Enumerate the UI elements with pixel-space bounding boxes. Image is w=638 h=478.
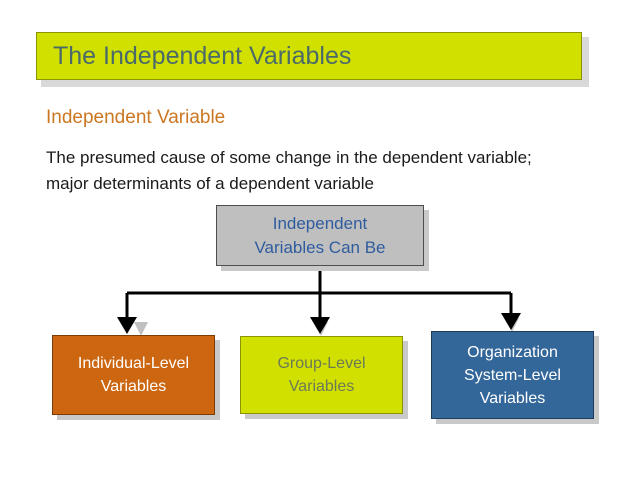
root-node-label: Independent Variables Can Be — [254, 212, 385, 260]
child-node-individual[interactable]: Individual-Level Variables — [52, 335, 215, 415]
child-node-group-line-2: Variables — [288, 378, 355, 395]
child-node-organization-label: Organization System-Level Variables — [464, 341, 561, 410]
child-node-organization[interactable]: Organization System-Level Variables — [431, 331, 594, 419]
root-node[interactable]: Independent Variables Can Be — [216, 205, 424, 266]
page-title: The Independent Variables — [53, 42, 352, 70]
subheading: Independent Variable — [46, 107, 226, 128]
root-node-line-2: Variables Can Be — [254, 237, 386, 257]
child-node-individual-line-2: Variables — [100, 378, 167, 395]
child-node-group[interactable]: Group-Level Variables — [240, 336, 403, 414]
child-node-organization-line-2: System-Level — [464, 366, 561, 384]
child-node-individual-label: Individual-Level Variables — [78, 352, 189, 398]
child-node-group-label: Group-Level Variables — [277, 352, 365, 398]
child-node-organization-line-1: Organization — [467, 343, 558, 361]
title-banner — [36, 32, 582, 80]
child-node-individual-line-1: Individual-Level — [77, 355, 190, 372]
child-node-organization-line-3: Variables — [479, 389, 546, 407]
child-node-group-line-1: Group-Level — [277, 355, 366, 372]
body-paragraph: The presumed cause of some change in the… — [46, 148, 532, 193]
root-node-line-1: Independent — [272, 213, 368, 233]
